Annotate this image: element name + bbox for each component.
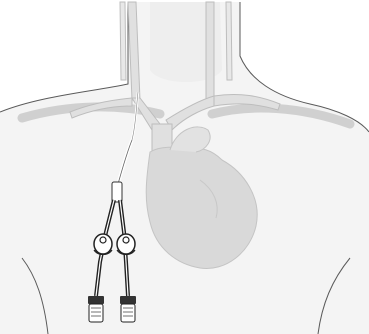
clamp-right: [117, 234, 135, 255]
cap-left: [88, 296, 104, 322]
cap-right: [120, 296, 136, 322]
clamp-left: [94, 234, 112, 255]
catheter-hub: [112, 182, 122, 202]
